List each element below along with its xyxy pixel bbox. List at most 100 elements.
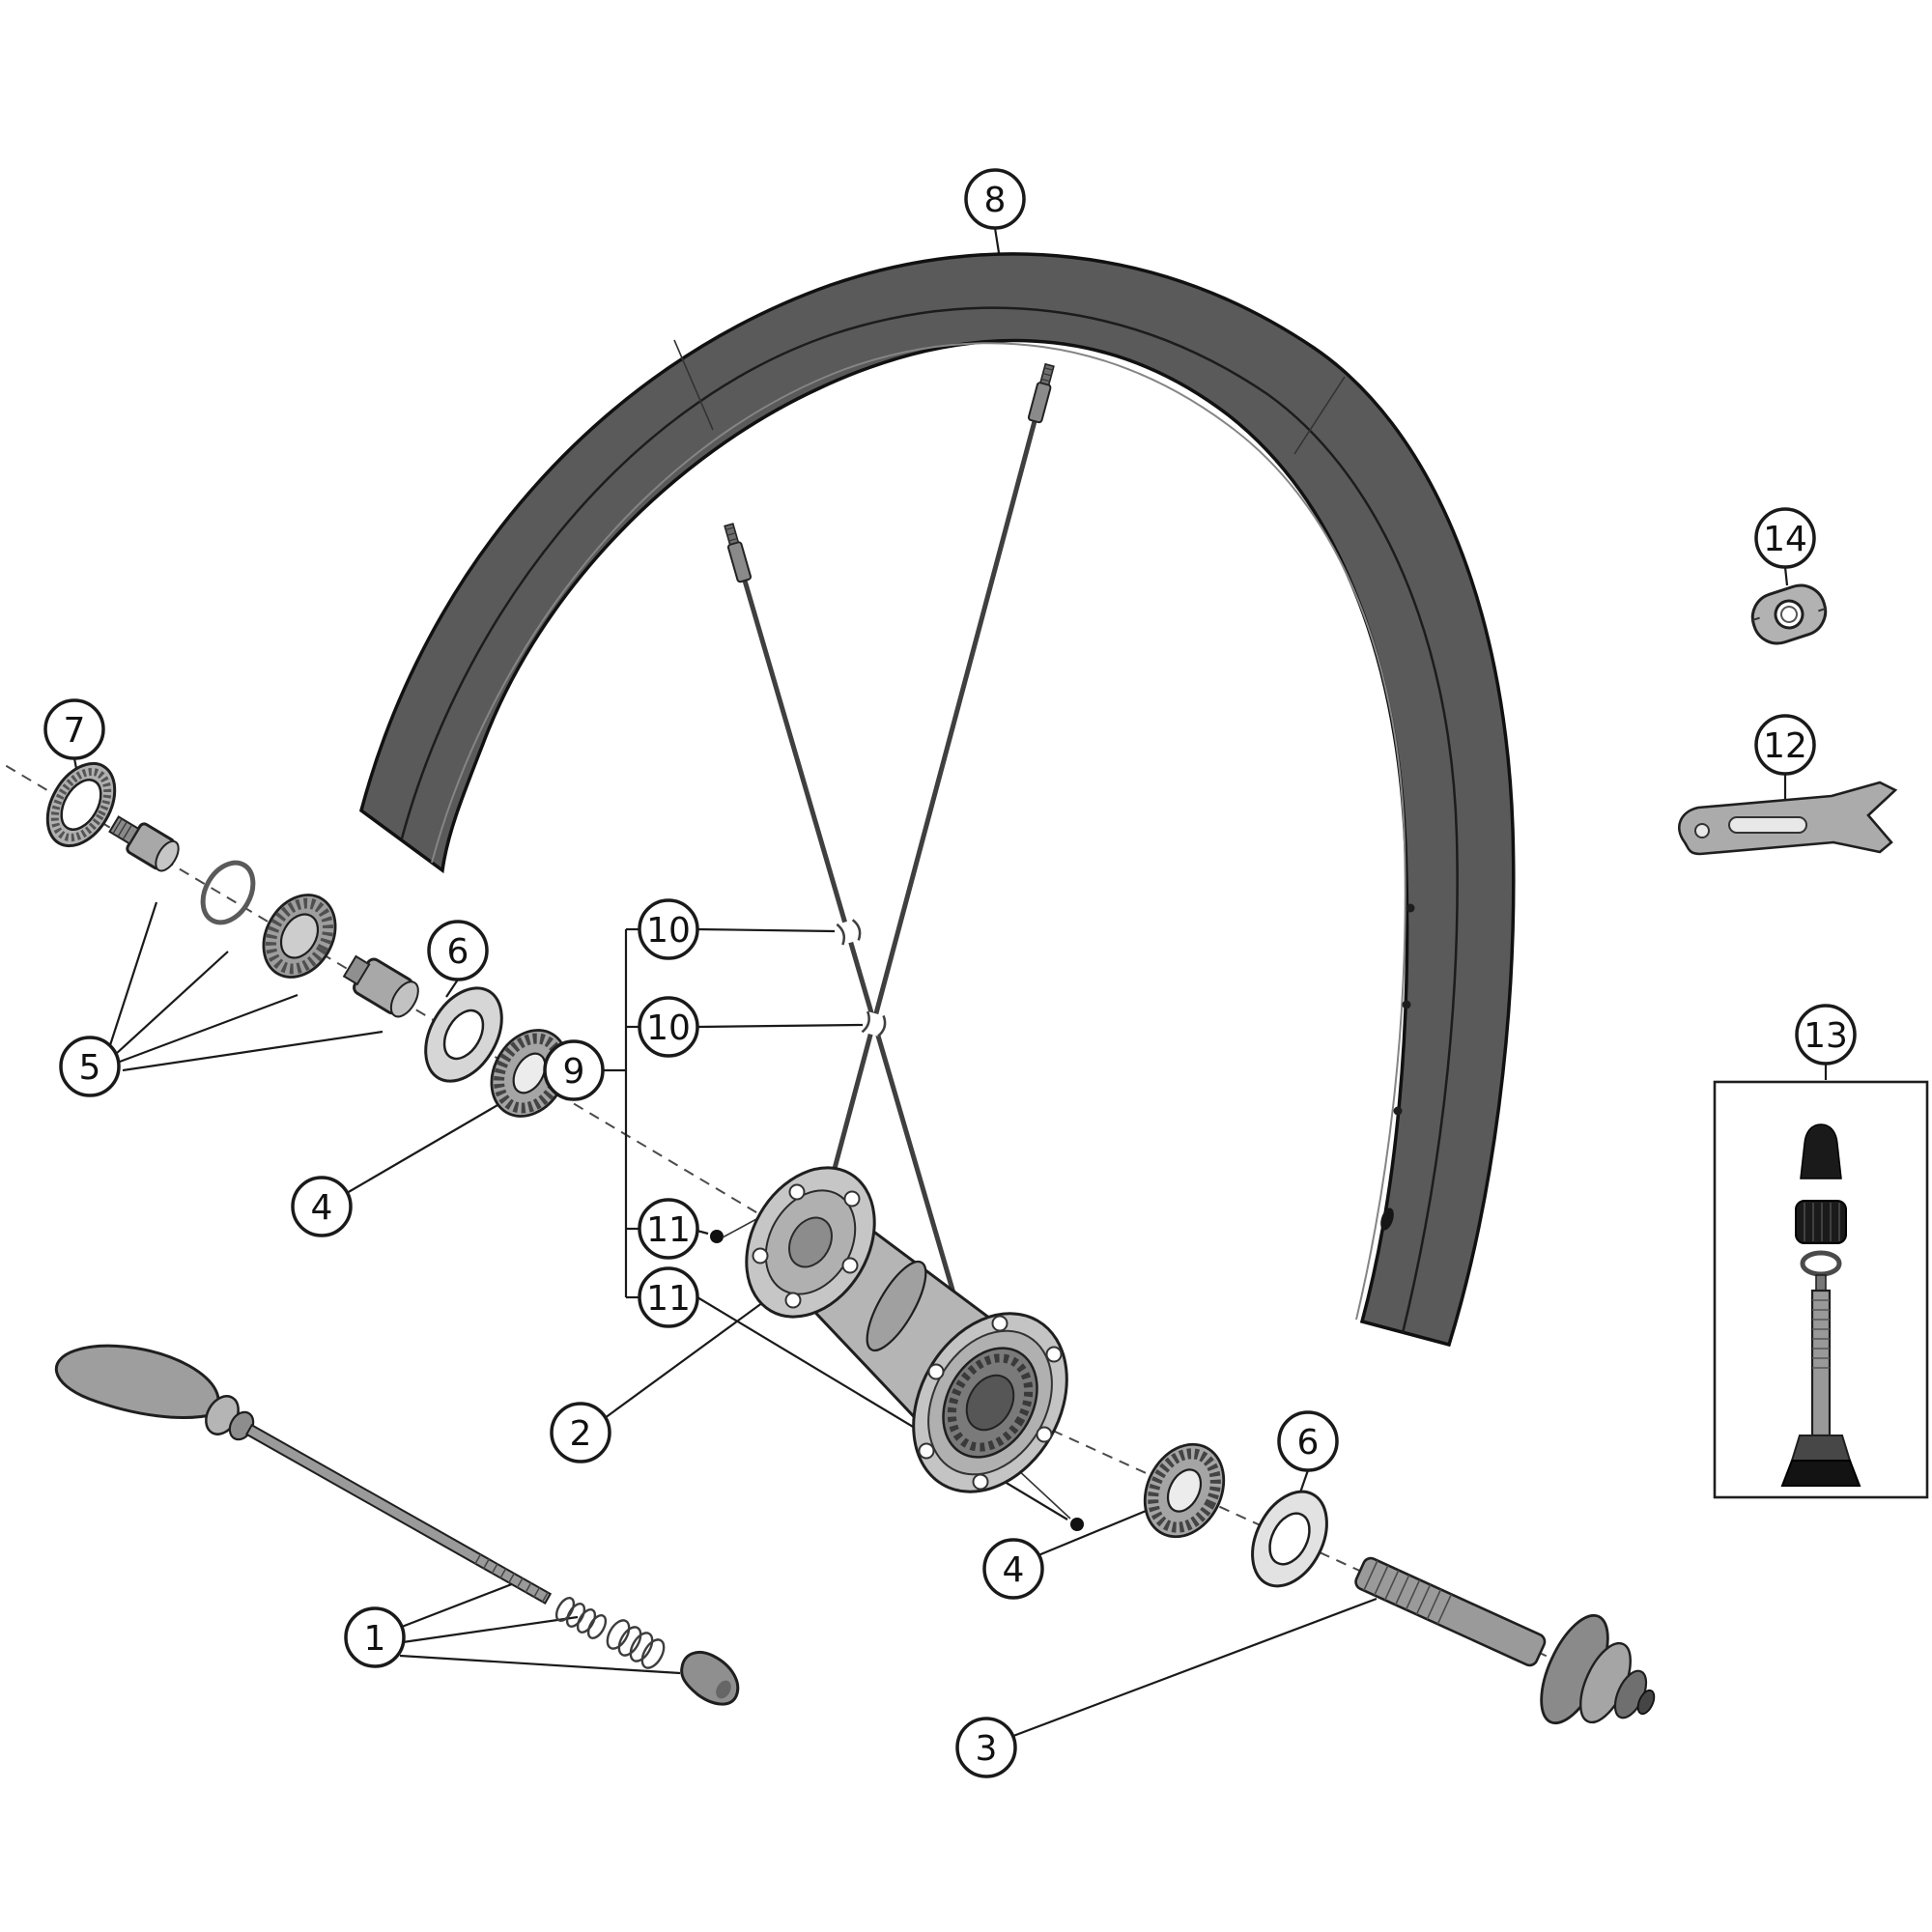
- washer: [424, 986, 503, 1083]
- spokes-group: [710, 362, 1084, 1531]
- callout-10a: 10: [638, 898, 699, 960]
- qr-lever: [54, 1344, 220, 1419]
- rim-valve-hole: [1380, 1208, 1394, 1231]
- leader-3: [1012, 1597, 1378, 1738]
- leader-5b: [115, 951, 229, 1055]
- valve-oring: [1800, 1250, 1842, 1277]
- callout-6b: 6: [1277, 1410, 1339, 1472]
- svg-text:12: 12: [1763, 726, 1807, 766]
- nipple-dot: [710, 1230, 724, 1243]
- nipple-dot: [1070, 1518, 1084, 1531]
- qr-end-nut-face: [716, 1680, 731, 1699]
- rim-inner-highlight: [431, 342, 1406, 1321]
- hub-left-flange: [745, 1166, 876, 1319]
- valve-foot: [1780, 1460, 1861, 1487]
- leader-1a: [401, 1578, 523, 1629]
- rim-joint-line-left: [673, 339, 714, 431]
- callout-5: 5: [59, 1036, 121, 1097]
- thru-axle: [1354, 1556, 1656, 1725]
- svg-text:11: 11: [646, 1210, 691, 1250]
- svg-text:6: 6: [447, 932, 469, 972]
- callout-8: 8: [964, 168, 1026, 230]
- leader-10b: [696, 1023, 864, 1029]
- rim-spoke-hole: [1393, 1106, 1403, 1116]
- valve-nut-knurl: [1804, 1203, 1840, 1241]
- spoke-thread-end: [724, 523, 753, 583]
- svg-text:9: 9: [563, 1052, 585, 1092]
- svg-text:1: 1: [364, 1619, 386, 1659]
- leader-14: [1783, 566, 1789, 586]
- ratchet-ring: [262, 894, 337, 979]
- leader-2: [604, 1286, 785, 1419]
- svg-text:13: 13: [1804, 1016, 1848, 1056]
- callout-10b: 10: [638, 996, 699, 1058]
- valve-base: [1790, 1435, 1852, 1462]
- leader-4b: [1037, 1505, 1156, 1557]
- callout-1: 1: [344, 1606, 406, 1668]
- washer: [1251, 1490, 1328, 1588]
- spoke: [742, 580, 974, 1353]
- valve-nut: [1795, 1200, 1847, 1244]
- svg-text:4: 4: [1003, 1550, 1025, 1590]
- callout-13: 13: [1795, 1004, 1857, 1065]
- qr-spring-large: [606, 1619, 666, 1669]
- rim-part: [359, 252, 1516, 1348]
- rim-band: [359, 252, 1516, 1348]
- callout-4a: 4: [291, 1176, 353, 1237]
- svg-text:11: 11: [646, 1279, 691, 1319]
- leader-1b: [402, 1615, 579, 1644]
- leader-1c: [399, 1654, 681, 1675]
- leader-10a: [696, 927, 836, 933]
- svg-text:2: 2: [570, 1414, 592, 1454]
- axle-cone: [342, 954, 419, 1018]
- qr-end-nut: [680, 1651, 740, 1706]
- callout-2: 2: [550, 1402, 611, 1463]
- leader-4a: [346, 1100, 505, 1194]
- callout-6a: 6: [427, 920, 489, 981]
- callout-14: 14: [1754, 507, 1816, 569]
- spoke-thread-end: [1027, 362, 1055, 424]
- wrench-tool: [1678, 781, 1898, 856]
- spoke: [818, 420, 1037, 1220]
- leader-lines: [72, 227, 1828, 1738]
- spoke-break-mark: [861, 1010, 887, 1037]
- qr-rod: [244, 1423, 553, 1605]
- svg-text:5: 5: [79, 1048, 101, 1088]
- svg-text:8: 8: [984, 181, 1007, 220]
- svg-text:3: 3: [976, 1729, 998, 1769]
- svg-text:10: 10: [646, 911, 691, 951]
- valve-assembly: [1713, 1080, 1929, 1499]
- quick-release-skewer: [54, 1344, 740, 1706]
- rim-joint-line-right: [1293, 376, 1346, 455]
- callout-4b: 4: [982, 1538, 1044, 1600]
- snap-ring: [200, 860, 256, 925]
- leader-5c: [119, 993, 298, 1064]
- axle-cone-cap: [108, 815, 180, 872]
- leader-5a: [108, 901, 158, 1046]
- callout-9: 9: [543, 1039, 605, 1101]
- callout-7: 7: [43, 698, 105, 760]
- hub-collar: [866, 1260, 927, 1352]
- rim-spoke-hole: [1406, 903, 1415, 913]
- callouts-group: 1 2 3 4 4 5 6 6 7 8 9 10 10 11 11 12 13 …: [43, 168, 1857, 1778]
- serrated-lock-ring: [1143, 1442, 1226, 1539]
- valve-cap: [1800, 1123, 1842, 1179]
- hub-part: [745, 1166, 1068, 1493]
- wrench-hole: [1694, 823, 1710, 838]
- callout-12: 12: [1754, 714, 1816, 776]
- right-axle-parts: [1143, 1442, 1656, 1725]
- svg-text:7: 7: [64, 711, 86, 751]
- rim-spoke-hole: [1402, 1000, 1411, 1009]
- valve-thread: [1812, 1299, 1830, 1369]
- left-axle-parts: [45, 761, 569, 1118]
- nipple-align-line: [1015, 1467, 1071, 1520]
- svg-text:14: 14: [1763, 520, 1807, 559]
- svg-text:10: 10: [646, 1009, 691, 1048]
- spoke-break-mark: [836, 919, 862, 946]
- leader-6a: [445, 979, 459, 998]
- qr-spring-small: [554, 1597, 608, 1639]
- axis-line-right: [1018, 1414, 1634, 1696]
- callout-11a: 11: [638, 1198, 699, 1260]
- lock-ring-cap: [45, 761, 117, 848]
